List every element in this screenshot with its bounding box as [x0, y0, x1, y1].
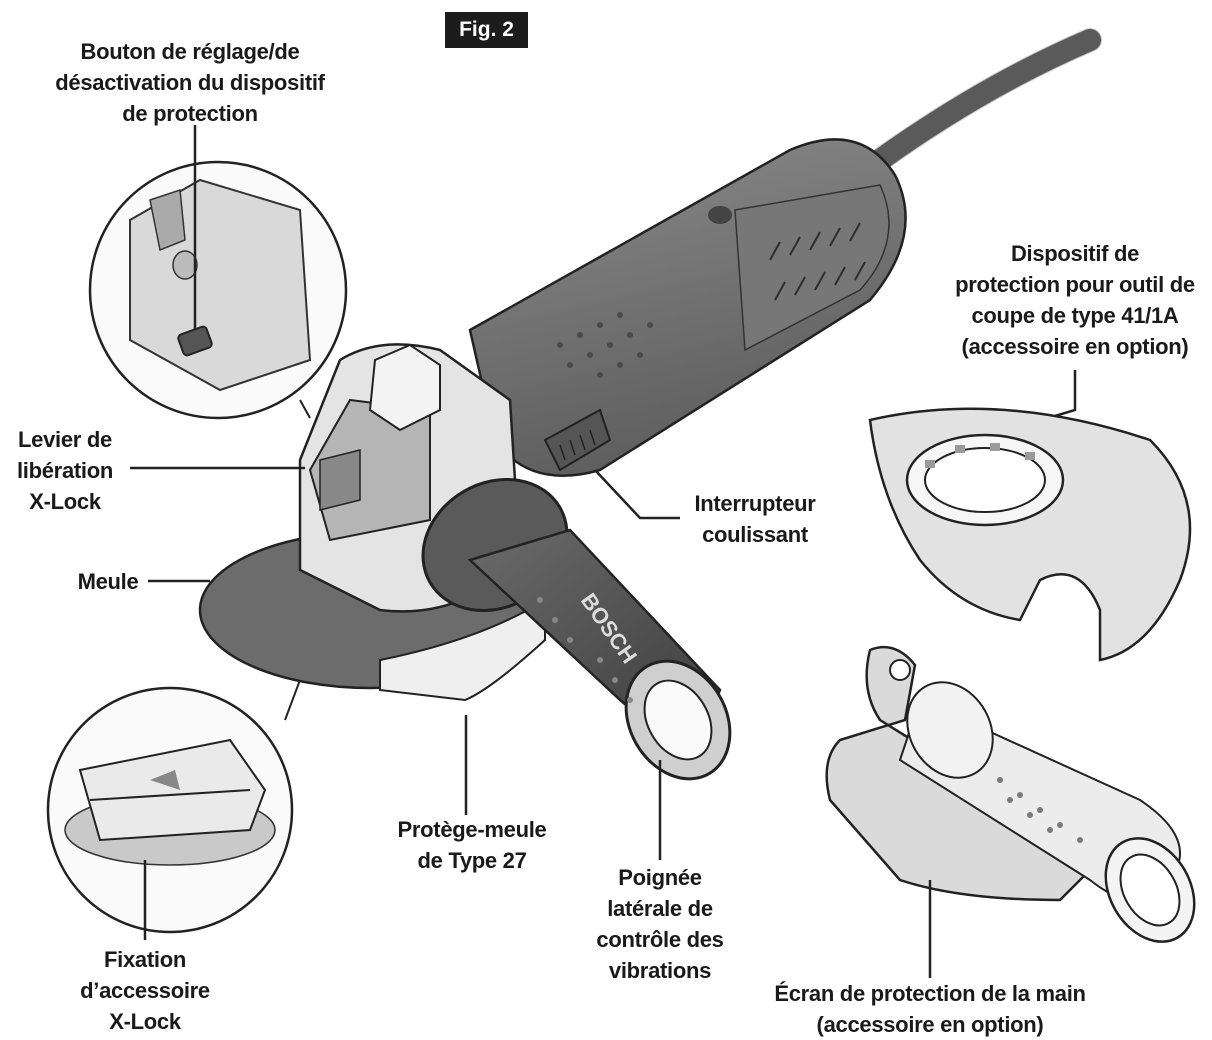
side-handle: BOSCH: [421, 478, 732, 781]
label-slide-switch: Interrupteur coulissant: [694, 491, 816, 547]
label-type27-wheel-guard: Protège-meule de Type 27: [397, 817, 547, 873]
label-guard-adjust-button: Bouton de réglage/de désactivation du di…: [55, 39, 325, 126]
label-vibration-side-handle: Poignée latérale de contrôle des vibrati…: [596, 865, 724, 983]
figure-label: Fig. 2: [445, 12, 528, 48]
slide-switch: [543, 408, 612, 472]
label-cutting-guard-accessory: Dispositif de protection pour outil de c…: [955, 241, 1195, 359]
leader-lines: [130, 125, 1077, 978]
label-hand-shield-accessory: Écran de protection de la main (accessoi…: [774, 981, 1086, 1037]
x-lock-mount-detail-circle: [46, 679, 301, 934]
label-x-lock-accessory-mount: Fixation d’accessoire X-Lock: [80, 947, 210, 1034]
guard-button-detail-circle: [88, 160, 348, 420]
power-cord: [869, 29, 1101, 171]
cutting-guard-accessory: [868, 407, 1192, 662]
hand-shield-accessory: [825, 645, 1196, 943]
label-x-lock-release-lever: Levier de libération X-Lock: [16, 427, 113, 514]
label-grinding-wheel: Meule: [77, 569, 139, 594]
motor-housing: [468, 138, 907, 477]
